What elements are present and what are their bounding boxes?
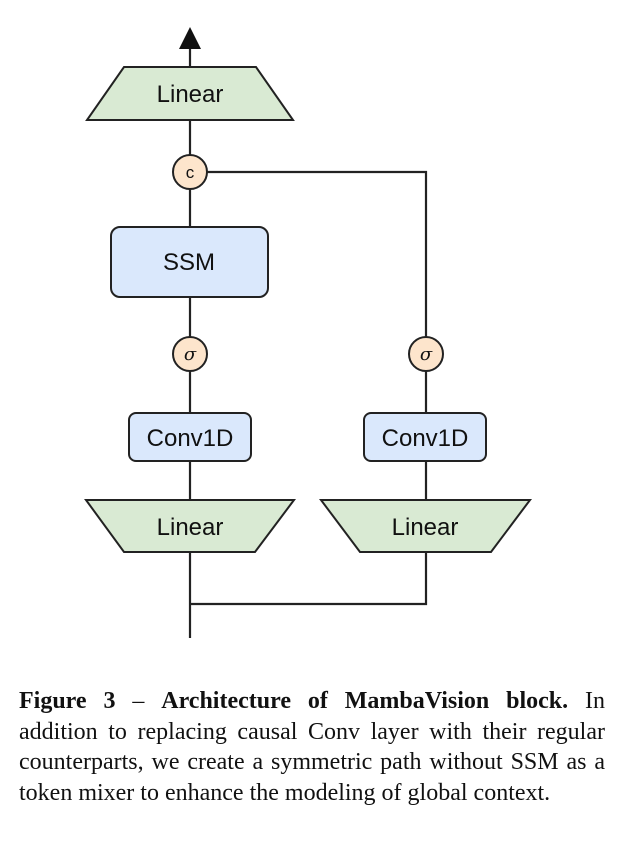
figure-caption: Figure 3 – Architecture of MambaVision b… [19,686,605,808]
caption-dash: – [115,688,162,714]
right-conv-shape [363,412,487,462]
left-conv-shape [128,412,252,462]
caption-title: Architecture of MambaVision block. [161,688,569,714]
ssm-shape [110,226,269,298]
connectors [179,27,428,638]
ssm-label: SSM [163,249,215,276]
caption-body: In addition to replacing causal Conv lay… [19,688,606,806]
right-sigma-circle [408,336,444,372]
top-linear-block: Linear [85,66,295,121]
concat-circle [172,154,208,190]
line-split-to-right-branch [190,552,428,606]
left-sigma-circle [172,336,208,372]
top-linear-label: Linear [157,81,224,108]
line-right-branch-to-concat [207,170,428,337]
top-linear-shape [85,66,295,121]
left-conv-label: Conv1D [147,425,234,452]
right-linear-label: Linear [392,514,459,541]
right-sigma-op: σ [408,336,444,372]
right-sigma-label: σ [420,344,433,365]
left-linear-label: Linear [157,514,224,541]
right-conv-block: Conv1D [363,412,487,462]
left-conv-block: Conv1D [128,412,252,462]
concat-label: c [186,163,195,182]
left-linear-shape [84,499,296,553]
left-linear-block: Linear [84,499,296,553]
right-conv-label: Conv1D [382,425,469,452]
right-linear-block: Linear [319,499,532,553]
left-sigma-op: σ [172,336,208,372]
architecture-diagram: Linear c SSM σ σ Conv1D Conv1D Linear Li… [84,27,532,638]
caption-figure-label: Figure 3 [19,688,116,714]
concat-op: c [172,154,208,190]
left-sigma-label: σ [184,344,197,365]
ssm-block: SSM [110,226,269,298]
right-linear-shape [319,499,532,553]
